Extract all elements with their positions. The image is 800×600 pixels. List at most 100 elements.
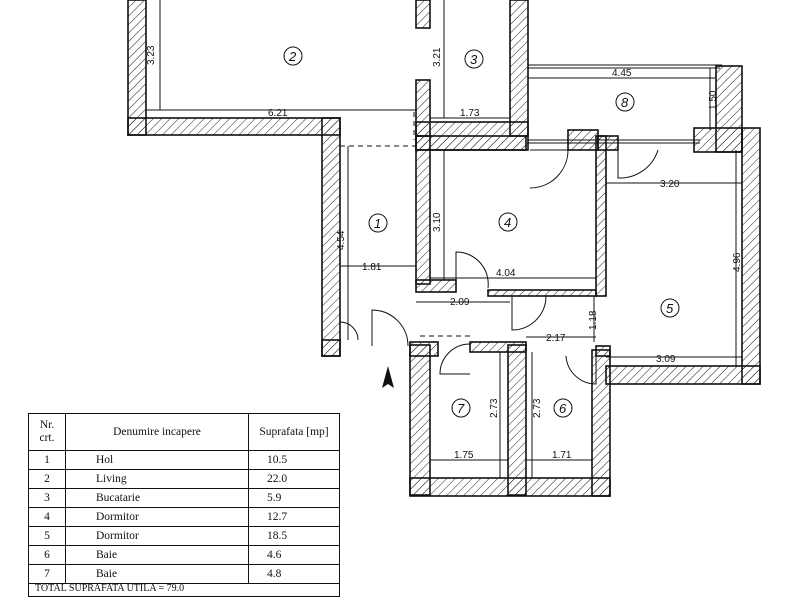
room-number-8: 8 <box>621 95 629 110</box>
dim-4-45: 4.45 <box>612 68 632 79</box>
row-nr: 4 <box>28 507 66 527</box>
room-number-5: 5 <box>666 301 674 316</box>
row-name: Baie <box>65 564 249 584</box>
row-name: Dormitor <box>65 507 249 527</box>
door-closet <box>339 321 359 341</box>
room-number-circle-1 <box>368 213 388 233</box>
room-area-table: Nr. crt. Denumire incapere Suprafata [mp… <box>28 413 340 597</box>
wall-living-left <box>127 0 147 136</box>
room-number-circle-5 <box>660 298 680 318</box>
wall-bath7-left <box>409 344 431 496</box>
dim-2-73-bath7: 2.73 <box>489 398 500 418</box>
door-bath7 <box>439 343 471 375</box>
row-nr: 2 <box>28 469 66 489</box>
door-bath6 <box>565 355 597 385</box>
wall-bedroom5-bottom <box>605 365 761 385</box>
row-nr: 7 <box>28 564 66 584</box>
dim-1-71: 1.71 <box>552 450 572 461</box>
row-name: Living <box>65 469 249 489</box>
dim-3-23: 3.23 <box>146 45 157 65</box>
row-nr: 5 <box>28 526 66 546</box>
wall-bath-top-left <box>409 341 439 357</box>
dim-4-04: 4.04 <box>496 268 516 279</box>
dim-6-21: 6.21 <box>268 108 288 119</box>
header-name: Denumire incapere <box>65 413 249 451</box>
row-area: 4.8 <box>248 564 340 584</box>
room-number-7: 7 <box>457 401 465 416</box>
row-nr: 3 <box>28 488 66 508</box>
row-area: 18.5 <box>248 526 340 546</box>
dim-3-20: 3.20 <box>660 179 680 190</box>
room-number-6: 6 <box>559 401 567 416</box>
door-bedroom5-balcony <box>617 149 659 179</box>
row-name: Baie <box>65 545 249 565</box>
row-name: Hol <box>65 450 249 470</box>
table-row: 3 Bucatarie 5.9 <box>28 488 340 508</box>
door-entrance <box>371 309 409 347</box>
row-name: Bucatarie <box>65 488 249 508</box>
wall-bedroom4-right <box>595 135 607 297</box>
wall-kitchen-right <box>509 0 529 137</box>
row-area: 4.6 <box>248 545 340 565</box>
dim-4-54: 4.54 <box>336 230 347 250</box>
dim-2-09: 2.09 <box>450 297 470 308</box>
header-area: Suprafata [mp] <box>248 413 340 451</box>
dim-1-81: 1.81 <box>362 262 382 273</box>
table-row: 4 Dormitor 12.7 <box>28 507 340 527</box>
table-row: 5 Dormitor 18.5 <box>28 526 340 546</box>
row-area: 5.9 <box>248 488 340 508</box>
room-number-circle-2 <box>283 46 303 66</box>
wall-bath-divider <box>507 344 527 496</box>
row-nr: 6 <box>28 545 66 565</box>
dim-1-18: 1.18 <box>588 310 599 330</box>
row-area: 10.5 <box>248 450 340 470</box>
table-header-row: Nr. crt. Denumire incapere Suprafata [mp… <box>28 413 340 451</box>
dim-3-09: 3.09 <box>656 354 676 365</box>
door-bedroom4-hall <box>511 295 547 331</box>
table-total-row: TOTAL SUPRAFATA UTILA = 79.0 <box>28 583 340 597</box>
room-number-circle-6 <box>553 398 573 418</box>
room-number-2: 2 <box>288 49 297 64</box>
room-number-3: 3 <box>470 52 478 67</box>
room-number-circle-4 <box>498 212 518 232</box>
wall-bedroom4-bottom-right <box>487 289 597 297</box>
wall-bath-top-mid <box>469 341 527 353</box>
room-number-1: 1 <box>374 216 381 231</box>
dim-2-17: 2.17 <box>546 333 566 344</box>
wall-bedroom5-top-left <box>597 135 619 151</box>
table-row: 1 Hol 10.5 <box>28 450 340 470</box>
room-number-4: 4 <box>504 215 511 230</box>
dim-2-73-bath6: 2.73 <box>532 398 543 418</box>
dim-1-73: 1.73 <box>460 108 480 119</box>
dim-1-50: 1.50 <box>708 90 719 110</box>
room-number-circle-8 <box>615 92 635 112</box>
dim-3-10: 3.10 <box>432 212 443 232</box>
table-row: 7 Baie 4.8 <box>28 564 340 584</box>
row-area: 22.0 <box>248 469 340 489</box>
wall-bath-top-right <box>595 345 611 357</box>
wall-bedroom4-left <box>415 135 431 285</box>
wall-bedroom5-right <box>741 127 761 385</box>
table-row: 2 Living 22.0 <box>28 469 340 489</box>
room-number-circle-7 <box>451 398 471 418</box>
wall-bedroom4-bottom-left <box>415 279 457 293</box>
door-kitchen-balcony <box>529 149 569 189</box>
wall-bedroom4-top <box>415 135 527 151</box>
dim-1-75: 1.75 <box>454 450 474 461</box>
wall-bath6-right <box>591 349 611 497</box>
dim-4-96: 4.96 <box>732 252 743 272</box>
dim-3-21: 3.21 <box>432 47 443 67</box>
total-area: TOTAL SUPRAFATA UTILA = 79.0 <box>28 583 340 597</box>
row-nr: 1 <box>28 450 66 470</box>
wall-kitchen-left-top <box>415 0 431 29</box>
wall-balcony-end <box>693 127 743 153</box>
wall-living-bottom <box>127 117 341 136</box>
header-nr: Nr. crt. <box>28 413 66 451</box>
table-row: 6 Baie 4.6 <box>28 545 340 565</box>
row-area: 12.7 <box>248 507 340 527</box>
row-name: Dormitor <box>65 526 249 546</box>
door-bedroom4 <box>455 251 489 289</box>
wall-hall-bottom <box>321 339 341 357</box>
entrance-arrow-icon <box>382 366 394 388</box>
